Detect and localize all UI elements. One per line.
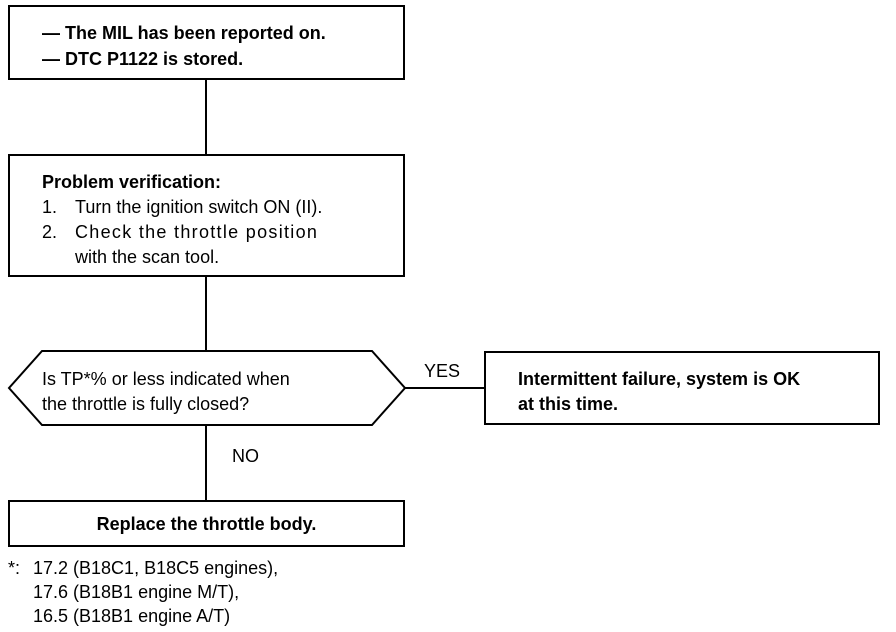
footnote-line3: 16.5 (B18B1 engine A/T) bbox=[33, 606, 231, 626]
yes-label: YES bbox=[424, 361, 461, 381]
replace-throttle-body-box bbox=[8, 500, 405, 547]
decision-line1: Is TP*% or less indicated when bbox=[42, 369, 290, 389]
replace-throttle-body-text: Replace the throttle body. bbox=[96, 514, 317, 534]
verification-heading: Problem verification: bbox=[42, 172, 222, 192]
decision-line2: the throttle is fully closed? bbox=[42, 394, 250, 414]
footnote-marker: *: bbox=[8, 558, 21, 578]
start-line-dtc: — DTC P1122 is stored. bbox=[42, 49, 244, 69]
verification-box bbox=[8, 154, 405, 277]
connector-start-to-verify bbox=[205, 78, 207, 154]
step-1-text: Turn the ignition switch ON (II). bbox=[75, 197, 323, 217]
connector-decision-to-yes bbox=[405, 387, 485, 389]
footnote-line1: 17.2 (B18C1, B18C5 engines), bbox=[33, 558, 279, 578]
step-2-text-line2: with the scan tool. bbox=[75, 247, 220, 267]
start-box bbox=[8, 5, 405, 80]
footnote-line2: 17.6 (B18B1 engine M/T), bbox=[33, 582, 240, 602]
step-2-text-line1: Check the throttle position bbox=[75, 222, 319, 242]
start-line-mil: — The MIL has been reported on. bbox=[42, 23, 326, 43]
intermittent-failure-box bbox=[484, 351, 880, 425]
step-2-number: 2. bbox=[42, 222, 58, 242]
intermittent-line2: at this time. bbox=[518, 394, 619, 414]
connector-verify-to-decision bbox=[205, 276, 207, 351]
connector-decision-to-no bbox=[205, 426, 207, 500]
intermittent-line1: Intermittent failure, system is OK bbox=[518, 369, 801, 389]
no-label: NO bbox=[232, 446, 259, 466]
step-1-number: 1. bbox=[42, 197, 58, 217]
